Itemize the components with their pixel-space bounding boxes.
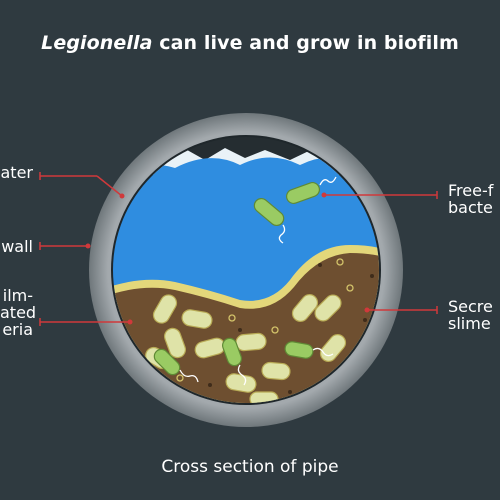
label-free-line1: Free-f <box>448 181 494 200</box>
label-secreted-slime: Secre slime <box>448 298 500 332</box>
label-biofilm-bacteria: ilm- ated eria <box>0 286 37 339</box>
label-biofilm-line1: ilm- <box>2 286 33 305</box>
label-free-bacteria: Free-f bacte <box>448 182 500 216</box>
title-italic: Legionella <box>41 32 153 54</box>
flagella <box>179 347 334 386</box>
leader-lines <box>39 172 438 326</box>
label-wall-text: wall <box>1 237 33 256</box>
label-water-text: ater <box>0 163 34 182</box>
label-biofilm-line3: eria <box>2 320 33 339</box>
label-biofilm-line2: ated <box>0 303 37 322</box>
green-bacteria <box>153 337 314 376</box>
caption: Cross section of pipe <box>161 457 339 477</box>
label-free-line2: bacte <box>448 198 493 217</box>
free-floating-bacteria <box>253 176 337 244</box>
title-rest: can live and grow in biofilm <box>152 32 459 54</box>
diagram-title: Legionella can live and grow in biofilm <box>0 32 500 54</box>
label-slime-line2: slime <box>448 314 491 333</box>
label-water: ater <box>0 163 34 182</box>
label-pipe-wall: wall <box>0 238 33 255</box>
label-slime-line1: Secre <box>448 297 493 316</box>
